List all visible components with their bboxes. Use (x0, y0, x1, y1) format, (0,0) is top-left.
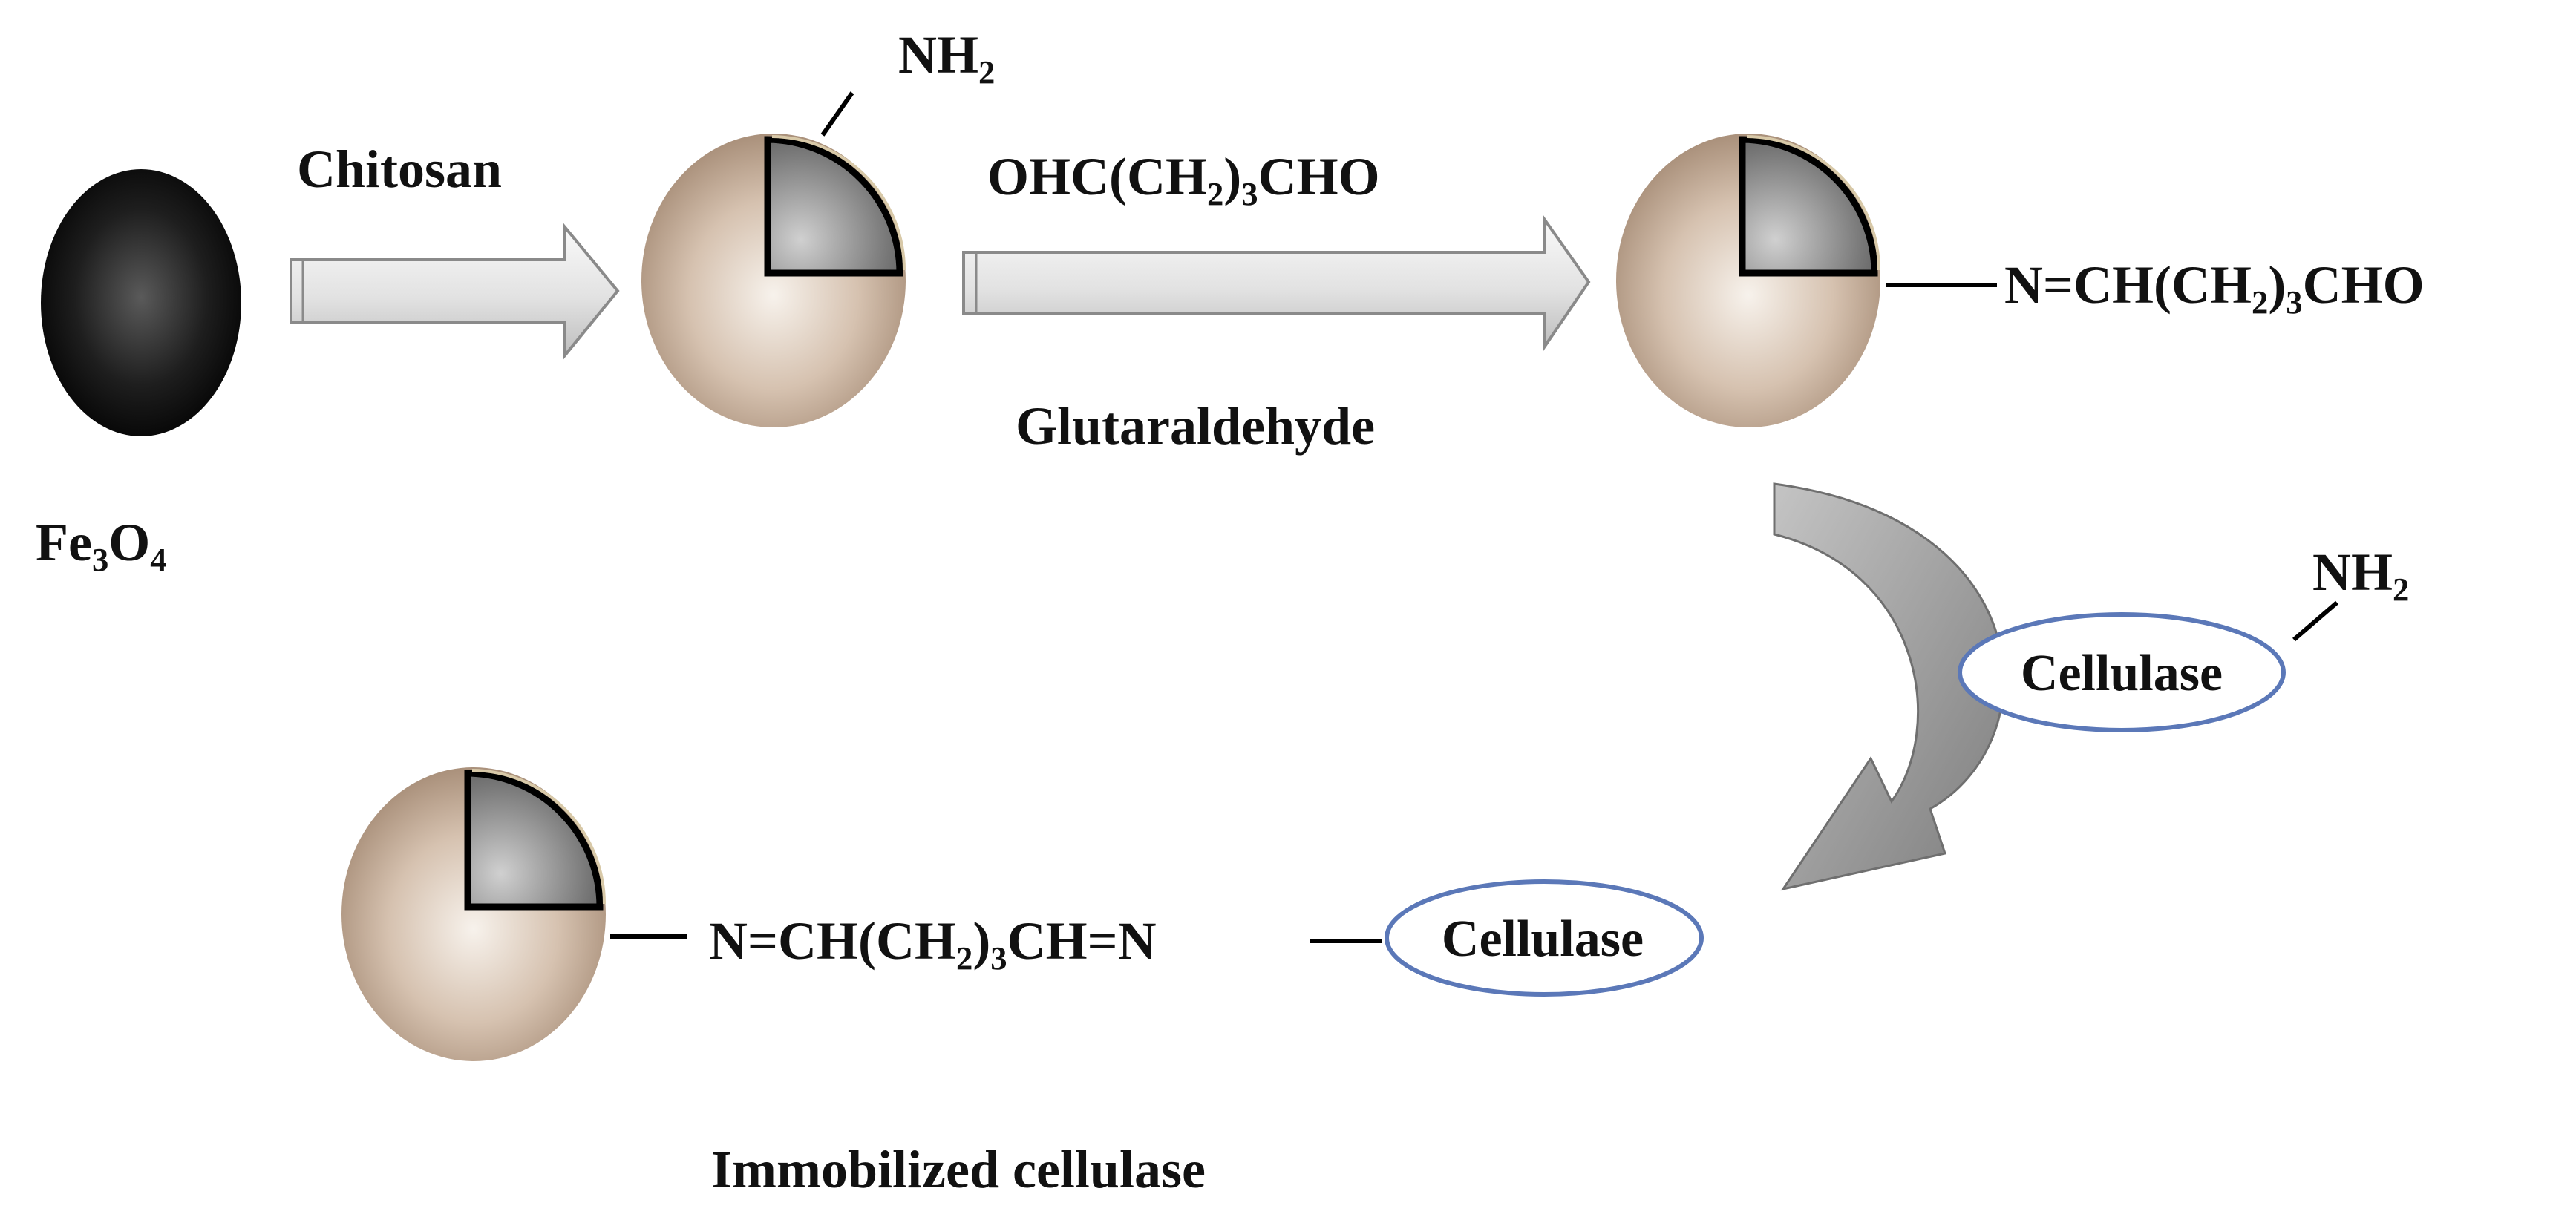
chitosan-coated-particle (641, 134, 906, 427)
curved-arrow (1773, 482, 2005, 891)
fe3o4-particle (41, 169, 241, 436)
glutaraldehyde-formula-label: OHC(CH2)3CHO (987, 147, 1380, 212)
cellulase-free-enzyme (1958, 612, 2286, 732)
nh2-bond-line (820, 91, 854, 137)
chitosan-arrow (290, 222, 620, 361)
nh2-group-label: NH2 (898, 25, 995, 91)
cellulase-nh2-bond (2292, 600, 2338, 642)
chitosan-label: Chitosan (297, 140, 502, 199)
glutaraldehyde-arrow (962, 214, 1591, 352)
immobilized-particle (341, 767, 606, 1061)
immobilized-cellulase-label: Immobilized cellulase (711, 1140, 1206, 1199)
activated-particle (1616, 134, 1880, 427)
cellulase-free-label: Cellulase (2021, 645, 2223, 702)
glutaraldehyde-label: Glutaraldehyde (1016, 396, 1375, 456)
cellulase-nh2-label: NH2 (2312, 542, 2409, 608)
fe3o4-label: Fe3O4 (36, 513, 167, 578)
bridge-formula-label: N=CH(CH2)3CH=N (709, 911, 1157, 977)
cellulase-bound-enzyme (1385, 879, 1704, 997)
imine-aldehyde-label: N=CH(CH2)3CHO (2004, 255, 2425, 321)
cellulase-bound-label: Cellulase (1442, 911, 1644, 968)
